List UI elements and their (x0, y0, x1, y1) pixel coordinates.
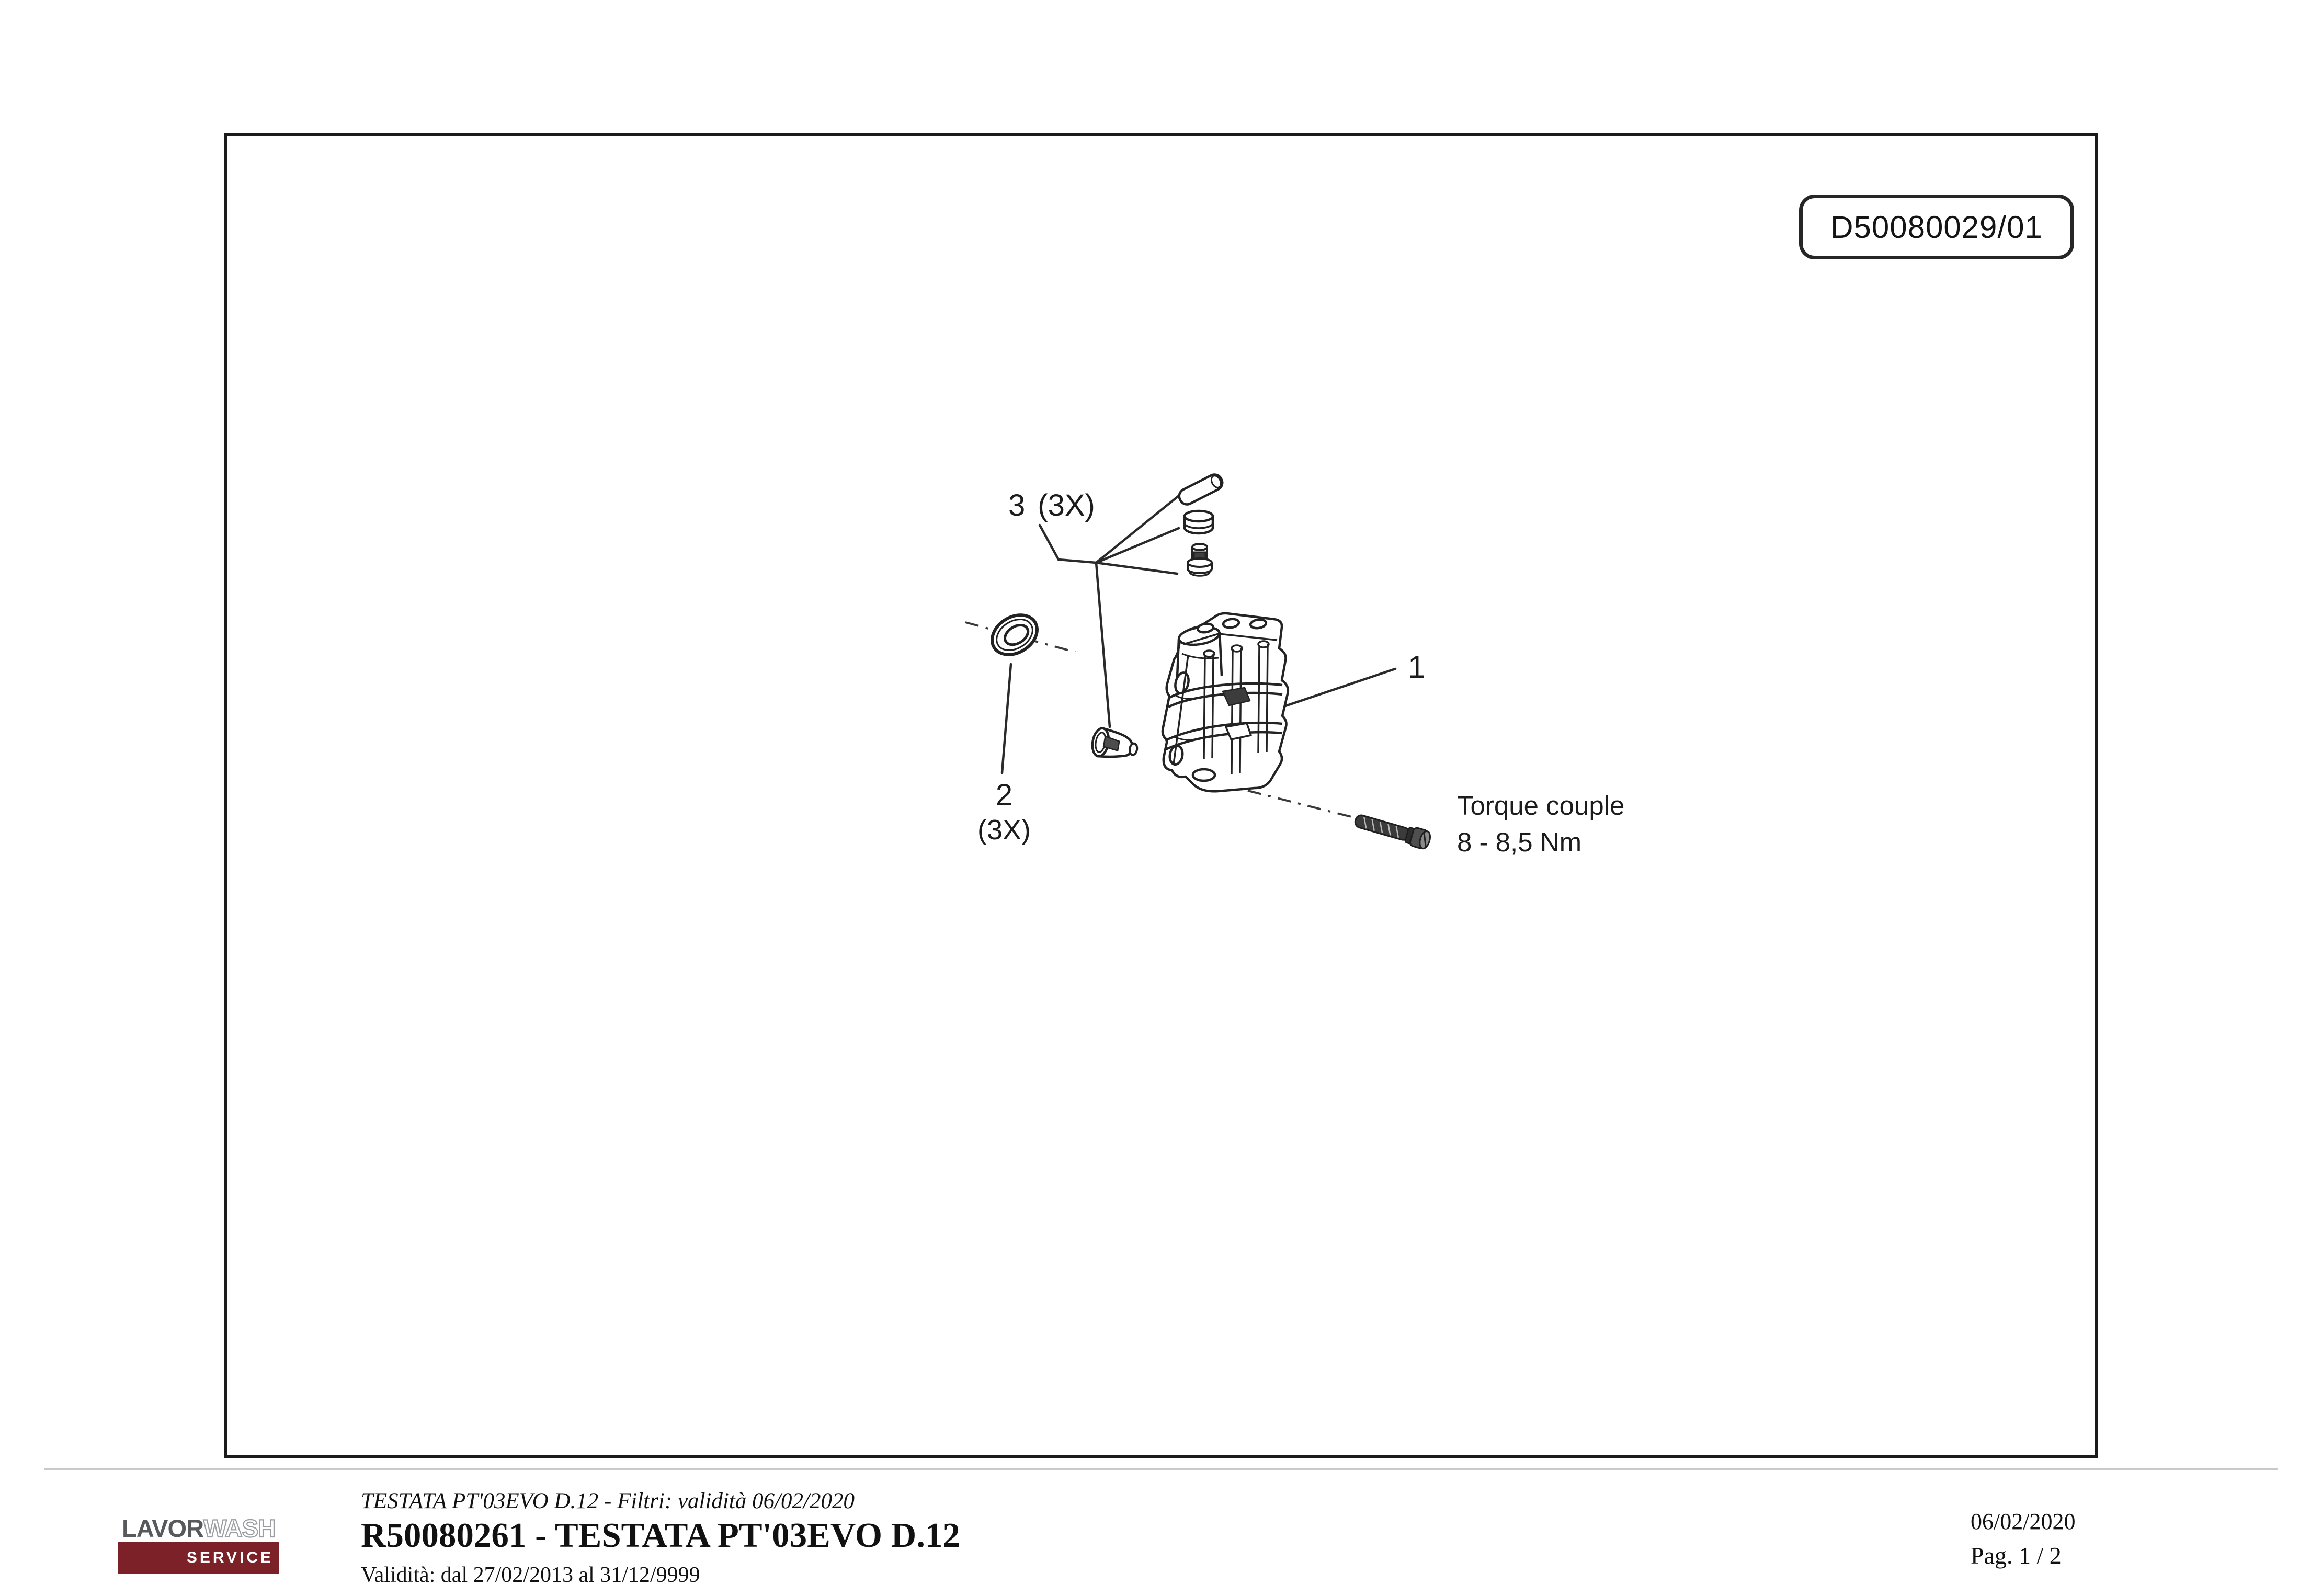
logo-service-text: SERVICE (186, 1549, 274, 1566)
logo-lavor-text: LAVOR (122, 1514, 204, 1542)
logo-wash-text: WASH (203, 1514, 276, 1542)
callout-1-label: 1 (1408, 649, 1426, 685)
torque-note-line2: 8 - 8,5 Nm (1457, 827, 1582, 858)
footer-document-title: R50080261 - TESTATA PT'03EVO D.12 (361, 1516, 960, 1555)
screw-drawing (1354, 814, 1431, 850)
footer-date: 06/02/2020 (1971, 1509, 2076, 1534)
footer-separator (44, 1468, 2278, 1470)
callout-3-number: 3 (1008, 488, 1026, 522)
cap-plug-drawing (1183, 509, 1214, 535)
callout-3-label: 3 (3X) (1008, 491, 1095, 521)
pump-head-drawing (1161, 612, 1290, 793)
callout-3-qty: (3X) (1038, 488, 1095, 522)
footer-page-indicator: Pag. 1 / 2 (1971, 1542, 2062, 1569)
callout-2-qty: (3X) (977, 814, 1031, 846)
seal-ring-drawing (991, 613, 1039, 656)
drawing-frame (224, 133, 2098, 1458)
callout-2-number: 2 (995, 778, 1013, 812)
drawing-number-box: D50080029/01 (1799, 195, 2074, 259)
torque-note-line1: Torque couple (1457, 791, 1625, 820)
drawing-number: D50080029/01 (1830, 209, 2043, 245)
filter-fitting-drawing (1091, 727, 1139, 758)
callout-2-label: 2 (3X) (963, 778, 1045, 846)
exploded-diagram (965, 473, 1431, 850)
pin-drawing (1178, 473, 1224, 506)
footer-validity: Validità: dal 27/02/2013 al 31/12/9999 (361, 1563, 700, 1587)
centerlines (965, 621, 1352, 818)
footer-filter-info: TESTATA PT'03EVO D.12 - Filtri: validità… (361, 1489, 855, 1513)
valve-drawing (1187, 543, 1213, 577)
callout-leader-lines (1000, 494, 1397, 774)
torque-note: Torque couple 8 - 8,5 Nm (1457, 788, 1624, 861)
logo-service-bar: SERVICE (118, 1542, 279, 1574)
